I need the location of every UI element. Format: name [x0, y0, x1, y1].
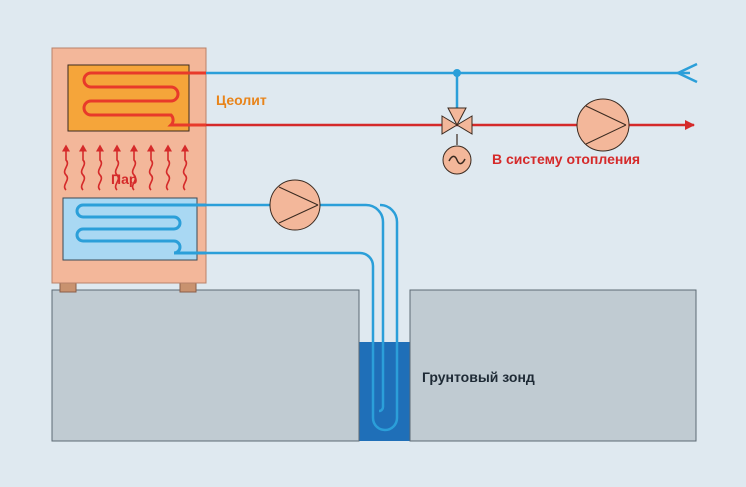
ground-probe-label: Грунтовый зонд: [422, 369, 535, 385]
probe-outlet-line: [206, 203, 385, 413]
steam-label: Пар: [111, 171, 138, 187]
ground-right-block: [409, 289, 697, 442]
zeolite-coil: [82, 71, 206, 127]
wavy-arrow-icon: [62, 144, 70, 191]
wavy-arrow-icon: [164, 144, 172, 191]
ground-left-block: [51, 289, 360, 442]
ground: [51, 289, 697, 442]
heating-system-label: В систему отопления: [492, 151, 641, 167]
zeolite-label: Цеолит: [216, 92, 267, 108]
zeolite-panel: [67, 64, 190, 132]
tilde-controller-icon: [442, 145, 472, 175]
wavy-arrow-icon: [181, 144, 189, 191]
heating-pump-icon: [576, 98, 630, 152]
ground-pump-icon: [269, 179, 321, 231]
probe-return-line: [206, 203, 399, 432]
evaporator-coil: [75, 203, 206, 255]
wavy-arrow-icon: [147, 144, 155, 191]
steam-arrows: [62, 144, 189, 191]
wavy-arrow-icon: [113, 144, 121, 191]
wavy-arrow-icon: [96, 144, 104, 191]
wavy-arrow-icon: [130, 144, 138, 191]
borehole-water: [359, 342, 410, 441]
three-way-valve-icon: [441, 107, 473, 135]
cold-inlet-arrow-icon: [675, 62, 698, 84]
wavy-arrow-icon: [79, 144, 87, 191]
